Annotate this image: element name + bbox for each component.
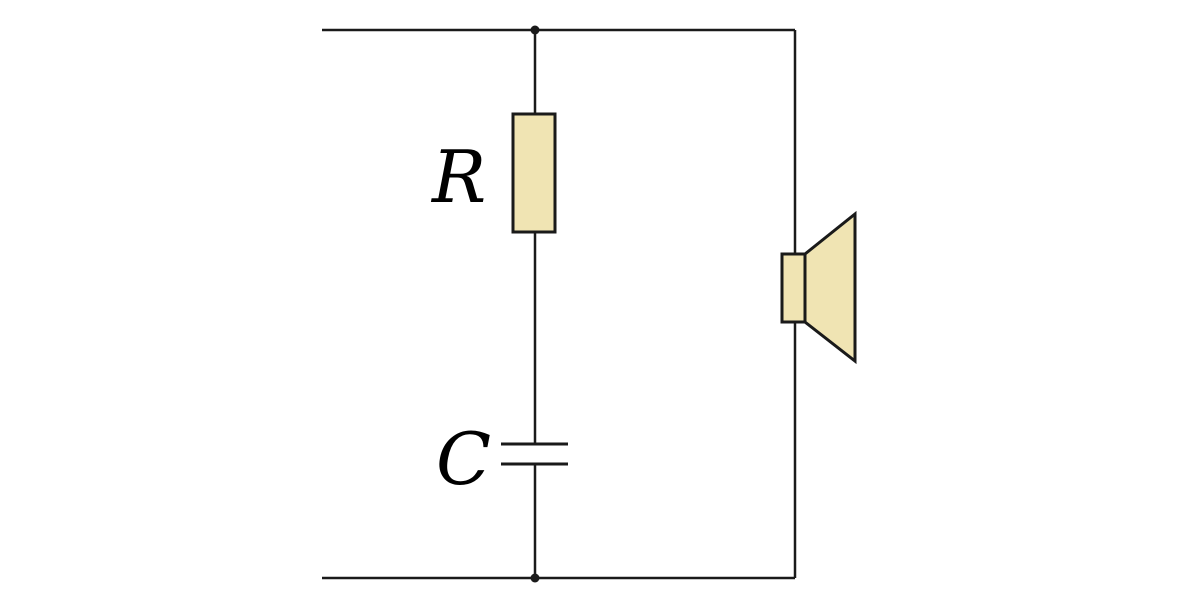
capacitor-icon <box>501 442 568 466</box>
speaker-magnet <box>780 252 807 324</box>
junction-node-bottom <box>530 573 540 583</box>
capacitor-label: C <box>436 417 491 501</box>
resistor-label: R <box>430 135 486 219</box>
resistor-icon <box>511 112 557 234</box>
junction-node-top <box>530 25 540 35</box>
speaker-icon <box>780 210 857 365</box>
speaker-cone <box>803 210 857 365</box>
